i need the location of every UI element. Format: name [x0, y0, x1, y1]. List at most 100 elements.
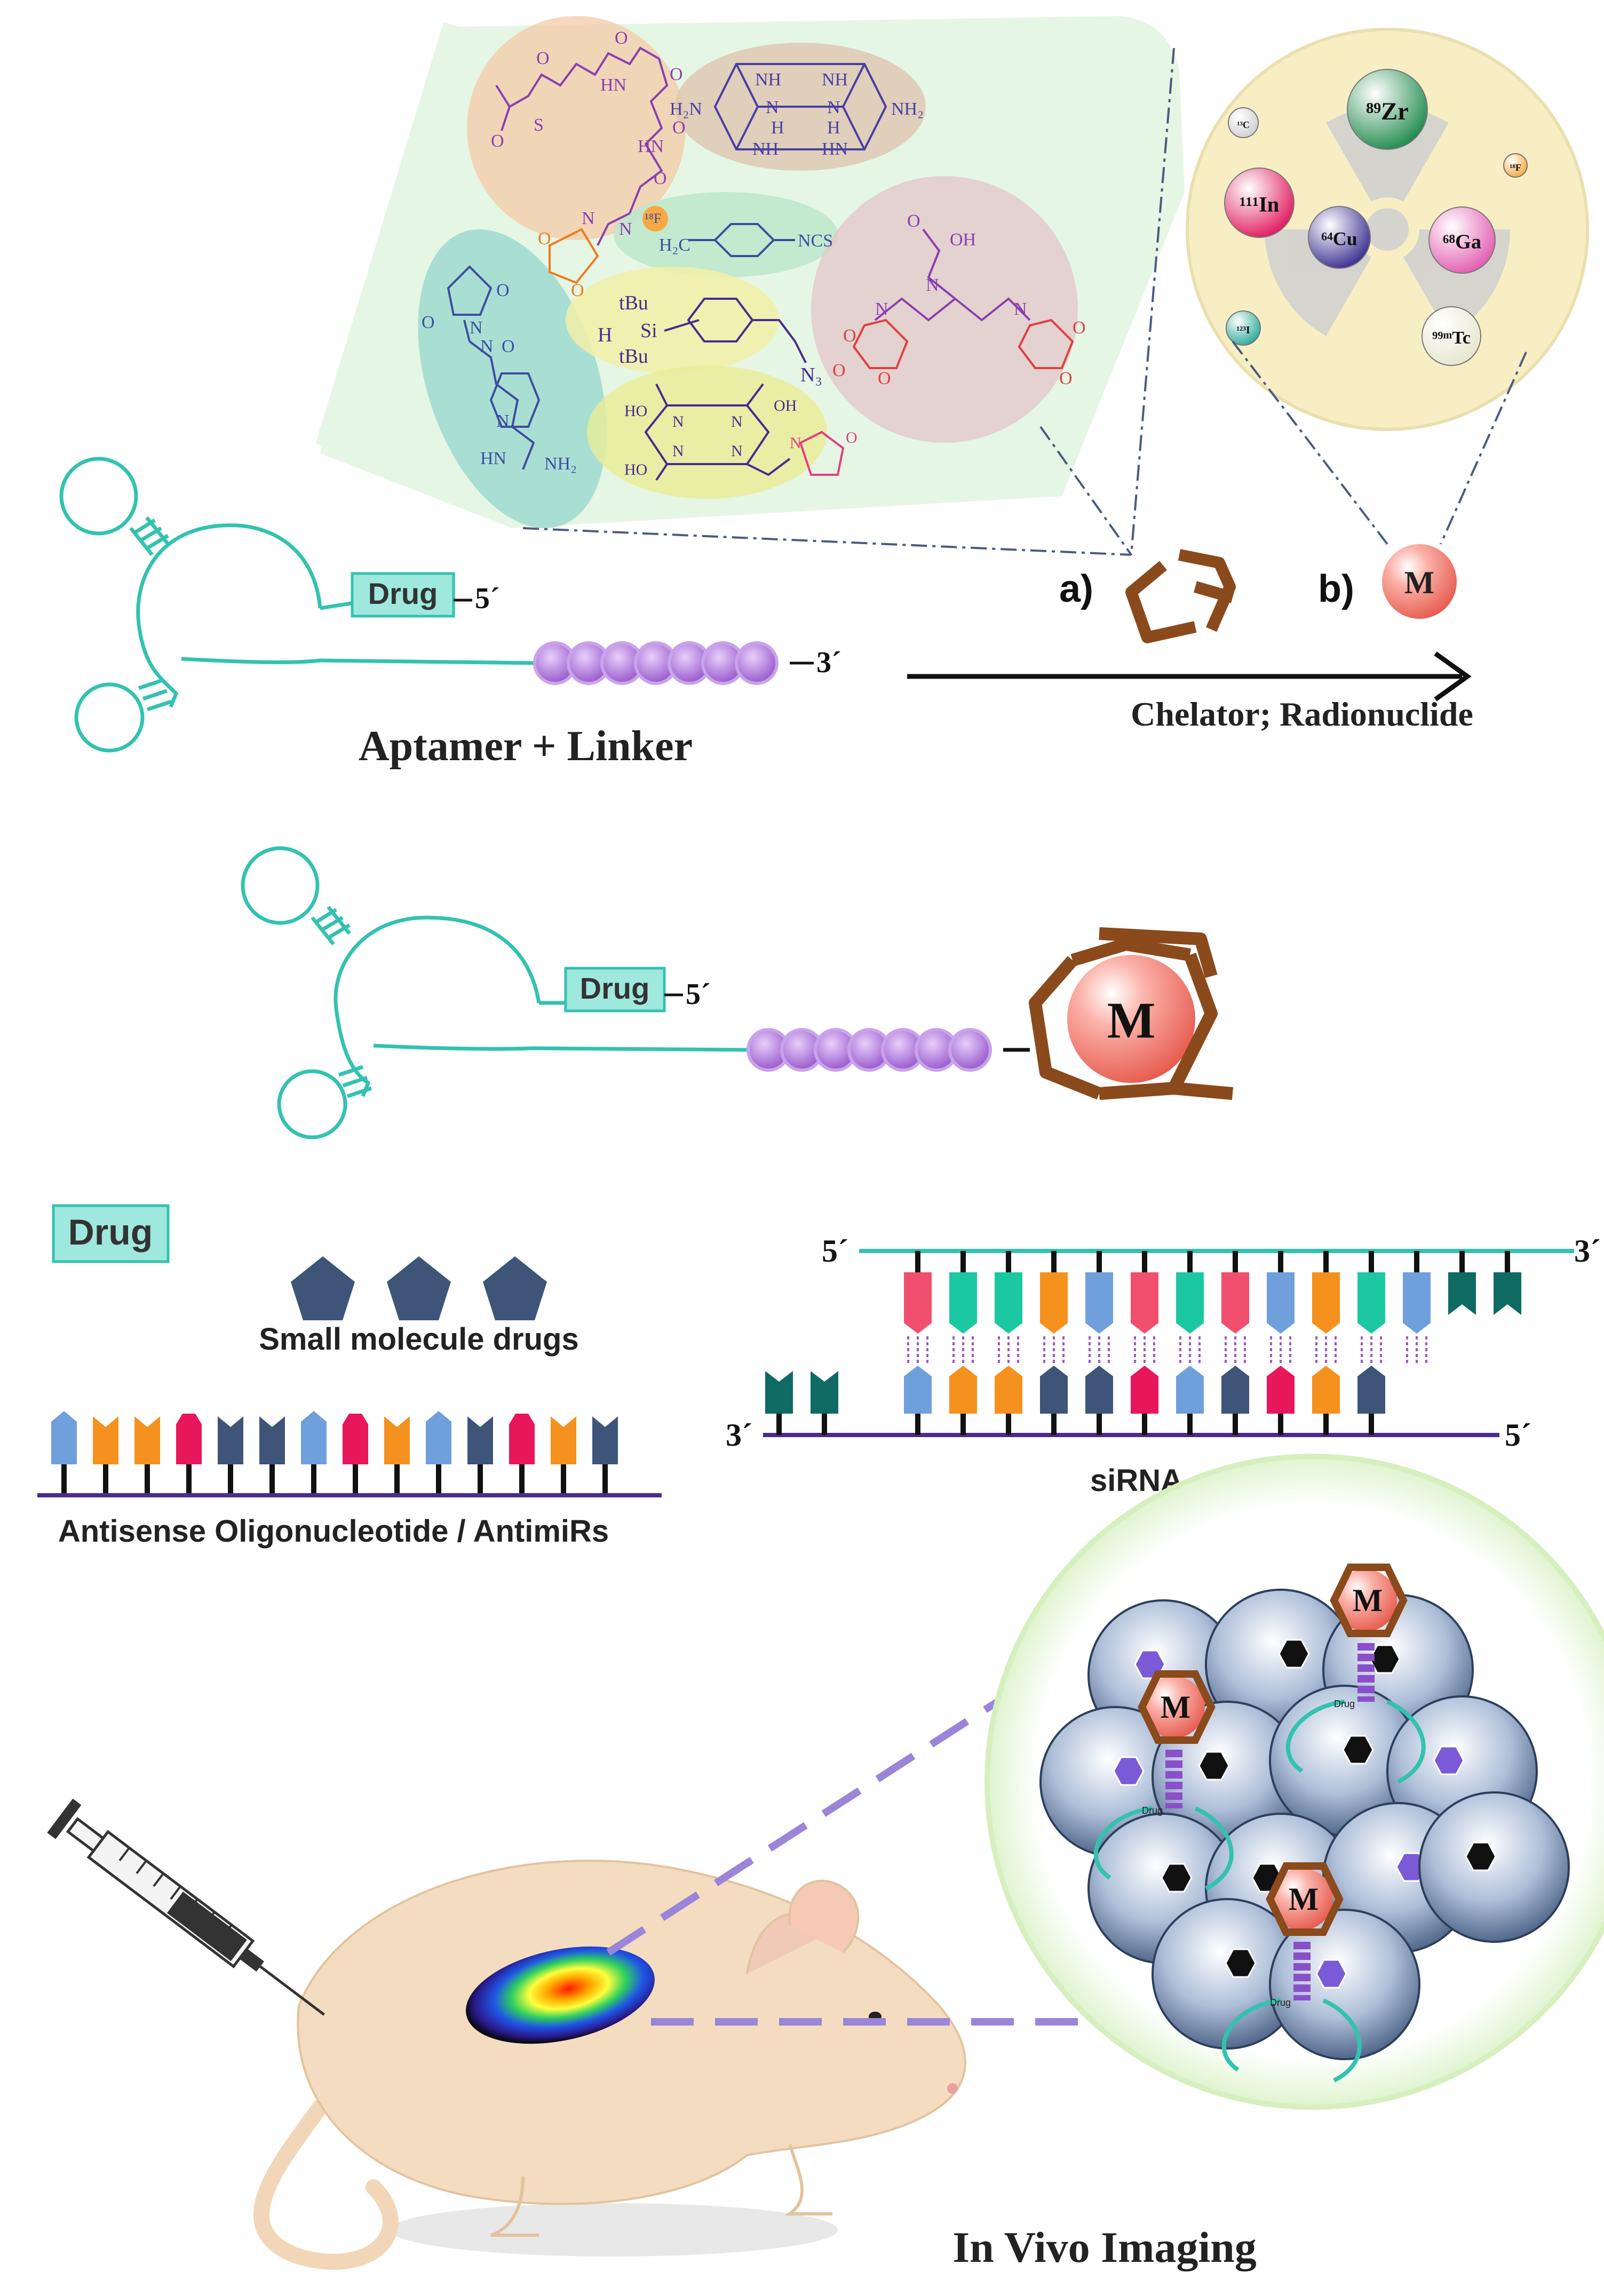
sirna-top-nucleotide — [1221, 1251, 1249, 1363]
radionuclide-ball: ⁶⁸Ga — [1428, 206, 1496, 274]
radionuclide-ball: ⁶⁴Cu — [1308, 206, 1371, 269]
atom-label: N — [731, 413, 743, 430]
radionuclide-label: ⁸⁹Zr — [1366, 98, 1409, 125]
antisense-strand — [51, 1411, 618, 1495]
antisense-nucleotide — [134, 1416, 160, 1495]
drug-types-section: Drug Small molecule drugs Antisense Olig… — [37, 1204, 1601, 1549]
atom-label: O — [846, 429, 857, 447]
zoom-lines-chem — [522, 47, 1175, 556]
chelator-structure-3 — [642, 206, 795, 257]
antisense-nucleotide — [384, 1416, 410, 1495]
five-prime-1: 5´ — [475, 582, 500, 615]
atom-label: OH — [950, 230, 976, 250]
atom-label: O — [654, 169, 667, 188]
atom-label: O — [422, 313, 435, 332]
sirna-three-prime-bottom: 3´ — [726, 1417, 752, 1453]
sirna-bottom-nucleotide — [765, 1371, 793, 1435]
sirna-top-nucleotide — [1494, 1251, 1521, 1315]
atom-label: N — [619, 219, 632, 239]
atom-label: O — [670, 65, 683, 84]
atom-label: O — [907, 211, 920, 231]
atom-label: NH₂ — [544, 454, 577, 474]
antisense-nucleotide — [509, 1414, 535, 1495]
three-prime-1: 3´ — [816, 646, 841, 679]
reaction-arrow: a) b) M Chelator; Radionuclide — [907, 544, 1473, 733]
atom-label: NH — [822, 70, 848, 90]
radionuclide-ball: ¹¹¹In — [1224, 168, 1295, 238]
atom-label: N — [582, 209, 595, 228]
atom-label: O — [571, 281, 584, 300]
aptamer-1 — [59, 457, 539, 753]
atom-label: N — [766, 98, 779, 117]
atom-label: N — [470, 318, 483, 338]
chelator-structure-2-atoms: NH NH N N H H NH HN H₂N NH₂ — [670, 70, 924, 159]
atom-label: NCS — [798, 231, 833, 251]
chelator-structure-1 — [495, 46, 669, 284]
radionuclide-label: ⁹⁹ᵐTc — [1432, 328, 1471, 348]
sirna-top-nucleotide — [1357, 1251, 1385, 1363]
radionuclide-label: ¹²³I — [1236, 324, 1250, 336]
atom-label: H — [598, 324, 612, 346]
atom-label: S — [534, 115, 544, 135]
atom-label: O — [491, 131, 504, 151]
metal-label-1: M — [1404, 565, 1435, 600]
antisense-nucleotide — [343, 1414, 368, 1495]
in-vivo-imaging-label: In Vivo Imaging — [952, 2223, 1257, 2271]
atom-label: O — [878, 369, 891, 388]
chelator-structure-7-atoms: HO HO OH N N N N N O — [624, 397, 857, 479]
atom-label: N — [790, 434, 801, 452]
antisense-nucleotide — [176, 1414, 202, 1495]
chelator-structure-4-atoms: OH O O O O O O N N N — [832, 211, 1086, 388]
mini-drug-label: Drug — [1142, 1805, 1163, 1816]
atom-label: O — [1073, 318, 1086, 338]
step-b-label: b) — [1318, 568, 1354, 610]
sirna-bottom-nucleotide — [1357, 1366, 1385, 1435]
antisense-nucleotide — [467, 1416, 493, 1495]
atom-label: O — [1059, 369, 1073, 388]
atom-label: NH — [755, 70, 781, 90]
radionuclide-ball: ⁹⁹ᵐTc — [1422, 306, 1481, 366]
antisense-nucleotide — [51, 1411, 77, 1495]
sirna-bottom-nucleotide — [995, 1366, 1022, 1435]
radionuclide-label: ¹¹¹In — [1240, 192, 1279, 216]
sirna-bottom-nucleotide — [1221, 1366, 1249, 1435]
chelator-bubble-6 — [566, 267, 779, 373]
sirna-bottom-nucleotide — [1040, 1366, 1068, 1435]
antisense-nucleotide — [592, 1416, 618, 1495]
atom-label: HN — [480, 449, 506, 468]
chelator-structure-7 — [644, 383, 845, 481]
sirna-bottom-nucleotide — [1085, 1366, 1113, 1435]
chelator-structures-panel: O O O O O O O O S N N HN HN NH NH N N H — [315, 16, 1185, 529]
sirna-bottom-nucleotide — [1176, 1366, 1204, 1435]
syringe-icon — [47, 1798, 325, 2016]
sirna-top-nucleotide — [1176, 1251, 1204, 1363]
tumor-cell — [1418, 1791, 1570, 1943]
sirna-five-prime-top: 5´ — [822, 1233, 848, 1269]
antisense-nucleotide — [301, 1411, 327, 1495]
zoom-lines-nuclide — [1232, 340, 1527, 545]
atom-label: O — [538, 229, 551, 249]
atom-label: N — [480, 337, 494, 356]
small-molecule-pentagons — [291, 1256, 547, 1320]
sirna-top-nucleotide — [1131, 1251, 1158, 1363]
drug-types-header: Drug — [68, 1212, 153, 1253]
aptamer-2 — [241, 846, 748, 1139]
metal-ball-icon — [1382, 544, 1457, 619]
step-a-label: a) — [1059, 568, 1093, 610]
sirna-bottom-nucleotide — [1131, 1366, 1158, 1435]
atom-label: O — [496, 281, 510, 300]
sirna-top-nucleotide — [1040, 1251, 1068, 1363]
atom-label: O — [536, 49, 550, 68]
five-prime-2: 5´ — [686, 978, 711, 1011]
atom-label: N₃ — [800, 364, 822, 386]
atom-label: HN — [600, 75, 626, 95]
atom-label: OH — [774, 397, 797, 414]
atom-label: N — [496, 411, 510, 431]
linker-beads-2 — [747, 1028, 992, 1072]
radionuclide-label: ¹³C — [1237, 119, 1250, 130]
antisense-nucleotide — [93, 1416, 118, 1495]
sirna-bottom-nucleotide — [811, 1371, 838, 1435]
atom-label: H₂N — [670, 99, 702, 119]
